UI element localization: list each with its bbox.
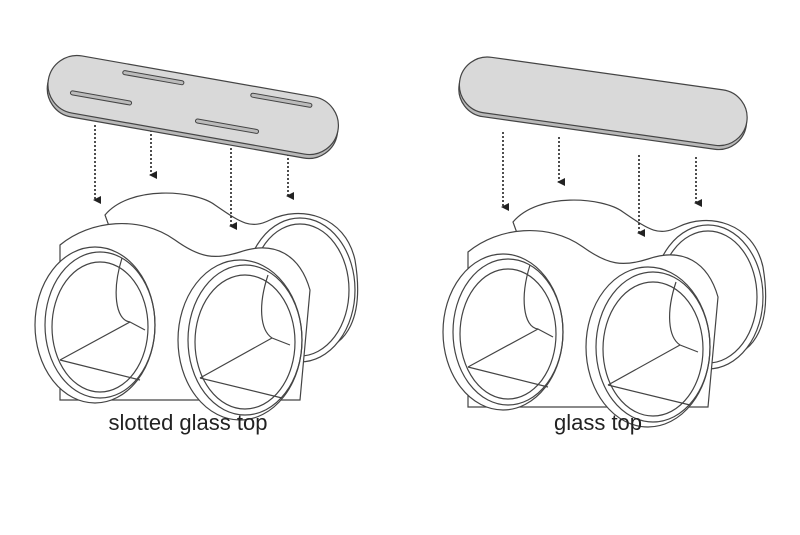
- slotted-assembly: [34, 54, 359, 421]
- glass-top-label: glass top: [553, 410, 643, 435]
- slot: [194, 118, 260, 134]
- slot: [69, 90, 133, 106]
- glass-top: [458, 56, 748, 151]
- pod-body: [442, 199, 767, 428]
- slot: [122, 70, 185, 86]
- pod-body: [34, 192, 359, 421]
- slotted-glass-top: [46, 54, 339, 160]
- plain-assembly: [442, 56, 767, 428]
- slotted-glass-top-label: slotted glass top: [108, 410, 268, 435]
- slot: [250, 92, 313, 108]
